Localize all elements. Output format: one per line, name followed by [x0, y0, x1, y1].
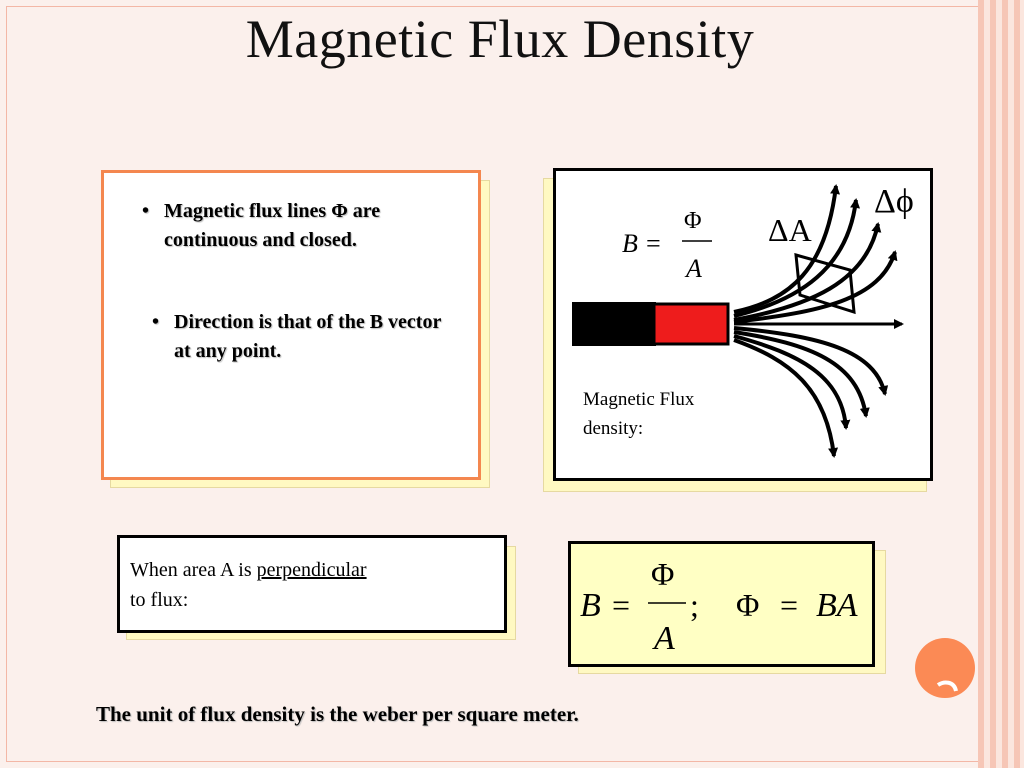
formula-box: [568, 541, 875, 667]
delta-area-label: ΔA: [768, 212, 812, 248]
formula-numerator: Φ: [684, 208, 702, 234]
decorative-stripes: [978, 0, 1024, 768]
magnet-north-pole: [652, 302, 730, 346]
formula-equals: =: [612, 587, 630, 623]
note-box: [117, 535, 507, 633]
formula-phi: Φ: [736, 587, 759, 623]
bullet-text: Magnetic flux lines Φ are continuous and…: [164, 200, 381, 251]
delta-flux-label: Δϕ: [874, 183, 914, 220]
footer-note: The unit of flux density is the weber pe…: [96, 702, 579, 726]
note-prefix: When area A is: [130, 559, 257, 581]
bullet-dot: •: [142, 200, 150, 222]
formula-ba: BA: [816, 587, 858, 624]
flux-lines-up: [733, 184, 898, 324]
bullet-dot: •: [152, 311, 160, 333]
formula-semicolon: ;: [690, 587, 699, 623]
formula-denominator: A: [684, 254, 702, 283]
bullet-text: Direction is that of the B vector at any…: [174, 311, 441, 362]
decorative-orange-circle: [915, 638, 975, 698]
note-underlined: perpendicular: [256, 559, 367, 581]
formula-equals-2: =: [780, 587, 798, 623]
bullet-item-direction: • Direction is that of the B vector at a…: [152, 308, 454, 366]
formula-phi-numerator: Φ: [651, 556, 674, 592]
note-suffix: to flux:: [130, 589, 189, 611]
formula-b: B: [580, 587, 601, 624]
perpendicular-note: When area A is perpendicular to flux:: [130, 555, 500, 615]
page-title: Magnetic Flux Density: [245, 9, 755, 69]
formula-a-denominator: A: [652, 620, 675, 657]
figure-caption: Magnetic Flux density:: [583, 389, 695, 439]
flux-lines-down: [733, 326, 889, 458]
area-patch: [794, 252, 856, 315]
bullet-box: [101, 170, 481, 480]
formula-lhs: B =: [622, 229, 662, 258]
bullet-item-flux-lines: • Magnetic flux lines Φ are continuous a…: [142, 197, 444, 255]
magnet-south-pole: [572, 302, 656, 346]
